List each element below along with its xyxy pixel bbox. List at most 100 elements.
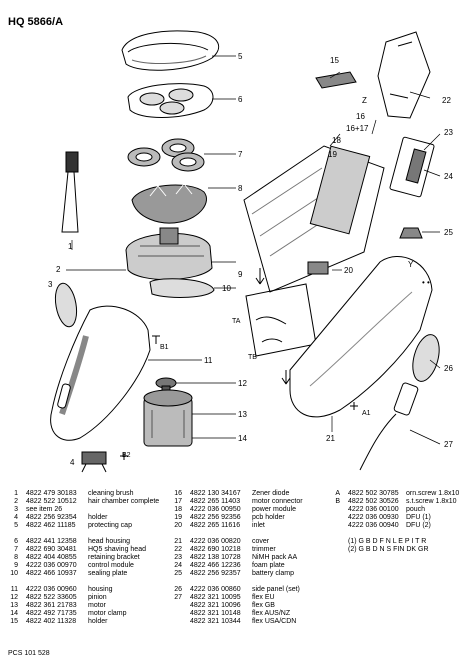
parts-row <box>172 530 303 538</box>
part-code: 4222 036 00940 <box>348 522 399 529</box>
part-code: 4822 522 33605 <box>26 594 77 601</box>
part-code: 4822 256 92354 <box>26 514 77 521</box>
callout-10: 10 <box>222 284 231 293</box>
part-number: 26 <box>174 586 182 593</box>
part-description: holder <box>88 514 108 521</box>
part-code: 4222 036 00100 <box>348 506 399 513</box>
part-code: 4822 462 11185 <box>26 522 76 529</box>
part-number: 2 <box>14 498 18 505</box>
callout-27: 27 <box>444 440 453 449</box>
part-description: retaining bracket <box>88 554 140 561</box>
part-code: 4822 265 11616 <box>190 522 241 529</box>
part-code: 4822 138 10728 <box>190 554 241 561</box>
part-number: 14 <box>10 610 18 617</box>
part-description: Zener diode <box>252 490 290 497</box>
part-description: power module <box>252 506 296 513</box>
callout-26: 26 <box>444 364 453 373</box>
foam-plate-part <box>405 148 427 184</box>
parts-row <box>8 578 159 586</box>
retaining-bracket-part <box>131 183 207 224</box>
part-number: 23 <box>174 554 182 561</box>
callout-12: 12 <box>238 379 247 388</box>
part-description: hair chamber complete <box>88 498 160 505</box>
part-code: 4822 130 34167 <box>190 490 241 497</box>
part-number: A <box>335 490 340 497</box>
part-number: 9 <box>14 562 18 569</box>
cover-part <box>289 256 433 418</box>
part-number: 19 <box>174 514 182 521</box>
battery-clamp-part <box>399 227 423 239</box>
callout-21: 21 <box>326 434 335 443</box>
part-code: 4822 361 21783 <box>26 602 77 609</box>
motor-part <box>143 389 193 447</box>
callout-z: Z <box>362 96 367 105</box>
parts-row: 23 4822 138 10728 NiMH pack AA <box>172 554 303 562</box>
part-number: 24 <box>174 562 182 569</box>
callout-6: 6 <box>238 95 243 104</box>
part-description: orn.screw 1.8x10 <box>406 490 460 497</box>
part-code: 4822 256 92356 <box>190 514 241 521</box>
part-description: DFU (1) <box>406 514 431 521</box>
hair-chamber-part <box>125 227 213 280</box>
part-code: 4822 502 30526 <box>348 498 399 505</box>
part-description: control module <box>88 562 134 569</box>
callout-19: 19 <box>328 150 337 159</box>
shaving-heads-part <box>127 138 205 172</box>
part-description: motor connector <box>252 498 303 505</box>
part-code: 4222 036 00960 <box>26 586 77 593</box>
part-description: foam plate <box>252 562 285 569</box>
part-number: 18 <box>174 506 182 513</box>
callout-24: 24 <box>444 172 453 181</box>
part-description: s.t.screw 1.8x10 <box>406 498 457 505</box>
callout-16-17: 16+17 <box>346 124 369 133</box>
part-description: head housing <box>88 538 131 545</box>
part-description: side panel (set) <box>252 586 300 593</box>
part-number: 5 <box>14 522 18 529</box>
callout-9: 9 <box>238 270 243 279</box>
part-code: 4822 690 10218 <box>190 546 241 553</box>
callout-5: 5 <box>238 52 243 61</box>
footer-code: PCS 101 528 <box>8 650 50 657</box>
protecting-cap-part <box>121 30 220 71</box>
part-description: motor <box>88 602 106 609</box>
note-2: (2) G B D N S FIN DK GR <box>348 546 429 553</box>
parts-row <box>172 578 303 586</box>
part-description: flex USA/CDN <box>252 618 297 625</box>
part-number: 16 <box>174 490 182 497</box>
part-description: flex AUS/NZ <box>252 610 291 617</box>
part-description: pinion <box>88 594 107 601</box>
callout-1: 1 <box>68 242 73 251</box>
callout-y: Y <box>408 260 414 269</box>
part-number: 22 <box>174 546 182 553</box>
inlet-part <box>307 261 329 275</box>
part-code: 4822 479 30183 <box>26 490 77 497</box>
holder-15-part <box>315 71 357 89</box>
callout-11: 11 <box>204 356 213 365</box>
part-description: NiMH pack AA <box>252 554 298 561</box>
part-number: 27 <box>174 594 182 601</box>
part-description: cover <box>252 538 270 545</box>
part-code: 4822 492 71735 <box>26 610 77 617</box>
part-code: 4822 690 30481 <box>26 546 77 553</box>
callout-13: 13 <box>238 410 247 419</box>
part-code: 4222 036 00950 <box>190 506 241 513</box>
part-description: flex GB <box>252 602 275 609</box>
